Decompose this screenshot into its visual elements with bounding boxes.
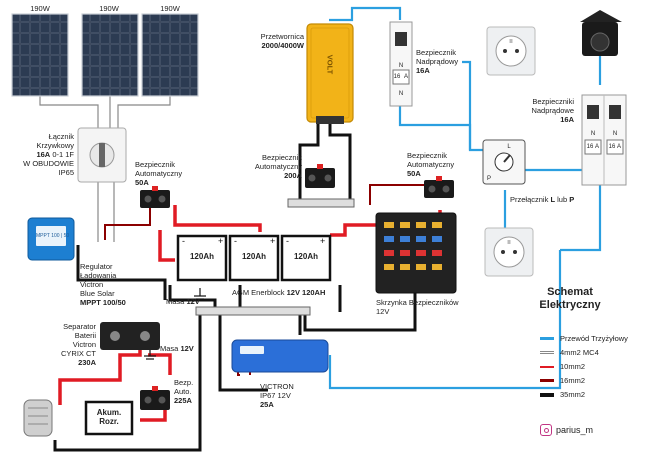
svg-text:+: + — [320, 236, 325, 246]
panel-3-label: 190W — [160, 4, 180, 13]
breaker-225a-label: Bezp. Auto. 225A — [174, 378, 194, 405]
busbar-bottom — [195, 306, 311, 316]
separator-device — [100, 322, 160, 350]
regulator-label: Regulator Ładowania Victron Blue Solar M… — [80, 262, 126, 307]
legend-label: 10mm2 — [560, 362, 586, 371]
starter-battery-label: Akum. Rozr. — [96, 408, 122, 426]
overcurrent-1-n-bottom: N — [398, 91, 404, 97]
power-inlet — [580, 10, 622, 56]
overcurrent-breaker-1-device — [389, 21, 413, 107]
svg-text:+: + — [218, 236, 223, 246]
solar-panel-1 — [11, 13, 69, 97]
instagram-icon — [540, 424, 552, 436]
overcurrent-breaker-2-device — [581, 94, 627, 186]
svg-text:-: - — [286, 236, 289, 246]
battery-1-label: 120Ah — [189, 252, 214, 261]
breaker-50a-left-device — [140, 186, 170, 208]
breaker-200a-device — [305, 164, 335, 188]
busbar-top — [287, 198, 355, 208]
breaker-225a-device — [140, 386, 170, 410]
panel-2-label: 190W — [99, 4, 119, 13]
solar-panel-3 — [141, 13, 199, 97]
breaker-50a-left-label: Bezpiecznik Automatyczny 50A — [135, 160, 183, 187]
battery-group-label: AGM Enerblock 12V 120AH — [232, 288, 326, 297]
charger-device — [231, 339, 329, 373]
red-cables — [58, 205, 442, 422]
breaker-50a-right-device — [424, 176, 454, 198]
alternator-device — [23, 399, 53, 437]
ground-symbol-1 — [194, 288, 206, 300]
socket-bottom — [484, 227, 534, 277]
panel-1-label: 190W — [30, 4, 50, 13]
lp-switch-mark-p: P — [486, 176, 491, 182]
credit: parius_m — [540, 424, 593, 436]
overcurrent-2-unit-left: A — [594, 144, 599, 150]
overcurrent-2-rating-left: 16 — [586, 144, 594, 150]
overcurrent-2-rating-right: 16 — [608, 144, 616, 150]
legend-swatch-black — [540, 392, 554, 397]
inverter-device — [306, 23, 354, 124]
diagram-title: Schemat Elektryczny — [539, 286, 601, 311]
solar-panel-2 — [81, 13, 139, 97]
breaker-50a-right-label: Bezpiecznik Automatyczny 50A — [407, 151, 455, 178]
legend-item-35mm2: 35mm2 — [540, 390, 585, 399]
battery-2-label: 120Ah — [241, 252, 266, 261]
overcurrent-2-label: Bezpieczniki Nadprądowe 16A — [531, 97, 574, 124]
lp-switch-mark-l: L — [507, 144, 511, 150]
legend-label: 35mm2 — [560, 390, 586, 399]
legend-item-10mm2: 10mm2 — [540, 362, 585, 371]
charger-label: VICTRON IP67 12V 25A — [260, 382, 294, 409]
cam-switch — [77, 127, 127, 183]
overcurrent-2-n-left: N — [590, 131, 596, 137]
overcurrent-2-unit-right: A — [616, 144, 621, 150]
svg-text:-: - — [234, 236, 237, 246]
fusebox-device — [375, 212, 457, 294]
legend-label: 4mm2 MC4 — [560, 348, 599, 357]
legend-swatch-blue — [540, 337, 554, 340]
socket-top — [486, 26, 536, 76]
cam-switch-label: Łącznik Krzywkowy 16A 0-1 1F W OBUDOWIE … — [23, 132, 74, 177]
inverter-label: Przetwornica 2000/4000W — [260, 32, 304, 50]
legend-label: 16mm2 — [560, 376, 586, 385]
legend-item-16mm2: 16mm2 — [540, 376, 585, 385]
credit-handle: parius_m — [556, 425, 594, 435]
svg-text:+: + — [270, 236, 275, 246]
ground-2-label: Masa 12V — [160, 344, 194, 353]
battery-3-device — [280, 234, 332, 282]
regulator-screen: MPPT 100 | 50 — [36, 233, 70, 239]
overcurrent-1-label: Bezpiecznik Nadprądowy 16A — [416, 48, 459, 75]
ground-1-label: Masa 12V — [166, 297, 200, 306]
fusebox-label: Skrzynka Bezpieczników 12V — [376, 298, 459, 316]
battery-1-device — [176, 234, 228, 282]
overcurrent-1-n-top: N — [398, 63, 404, 69]
ground-symbol-2 — [144, 350, 156, 360]
overcurrent-1-rating: 16 — [393, 74, 401, 80]
legend-item-three-core: Przewód Trzyżyłowy — [540, 334, 628, 343]
battery-3-label: 120Ah — [293, 252, 318, 261]
svg-text:-: - — [182, 236, 185, 246]
legend-swatch-grey — [540, 351, 554, 354]
starter-battery-device — [84, 400, 134, 436]
legend-item-mc4: 4mm2 MC4 — [540, 348, 599, 357]
inverter-brand: VOLT — [325, 54, 335, 75]
battery-2-device — [228, 234, 280, 282]
battery-terminals: - + - + - + — [182, 236, 325, 246]
legend-label: Przewód Trzyżyłowy — [560, 334, 628, 343]
overcurrent-2-n-right: N — [612, 131, 618, 137]
overcurrent-1-unit: A — [403, 74, 408, 80]
breaker-200a-label: Bezpiecznik Automatyczny 200A — [254, 153, 302, 180]
legend-swatch-red — [540, 365, 554, 368]
solar-cables — [39, 96, 171, 242]
legend-swatch-darkred — [540, 379, 554, 382]
separator-label: Separator Baterii Victron CYRIX CT 230A — [60, 322, 96, 367]
regulator-device — [27, 217, 75, 261]
lp-switch-label: Przełącznik L lub P — [510, 195, 575, 204]
lp-switch-device — [482, 139, 526, 185]
